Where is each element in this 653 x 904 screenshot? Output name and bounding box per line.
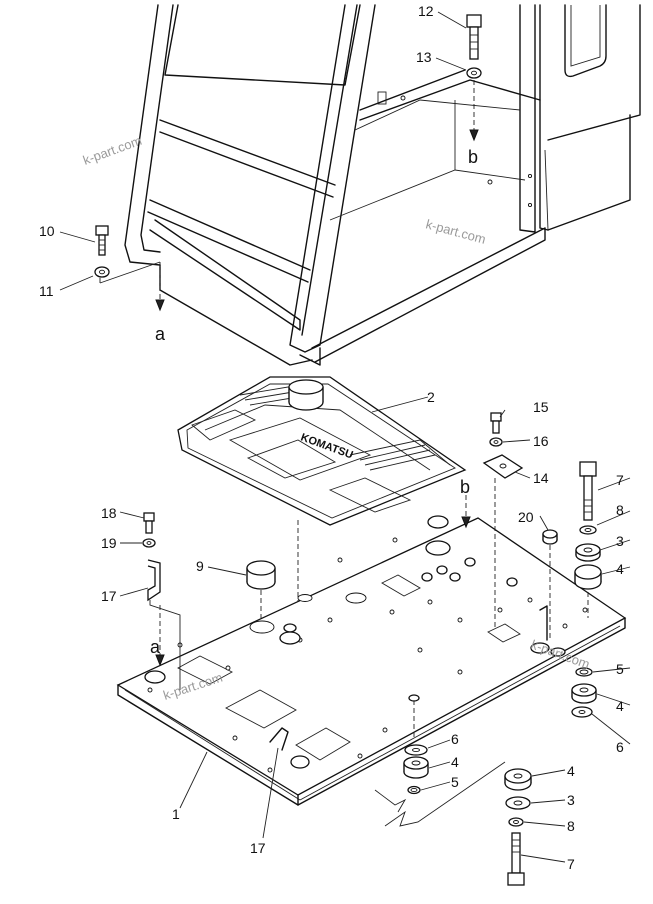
pin-lower xyxy=(408,694,420,702)
label-5-right: 5 xyxy=(616,661,624,677)
label-18: 18 xyxy=(101,505,117,521)
floor-plate xyxy=(116,515,627,806)
bolt-10 xyxy=(95,225,109,256)
washer-11 xyxy=(94,266,110,278)
bolt-7-upper xyxy=(579,461,597,521)
ring-5-right xyxy=(575,667,593,677)
floor-mat: KOMATSU xyxy=(177,376,467,526)
washer-13 xyxy=(466,67,482,79)
label-12: 12 xyxy=(418,3,434,19)
label-19: 19 xyxy=(101,535,117,551)
bolt-12 xyxy=(466,14,482,60)
watermark: k-part.com xyxy=(424,216,487,246)
mount-4-bottom xyxy=(504,768,532,791)
ref-a-lower: a xyxy=(150,637,161,657)
label-11: 11 xyxy=(39,283,54,299)
bracket-17 xyxy=(147,559,161,602)
label-3-upper: 3 xyxy=(616,533,624,549)
ref-a-upper: a xyxy=(155,324,166,344)
bolt-18 xyxy=(143,512,155,534)
ref-b-lower: b xyxy=(460,477,470,497)
mount-4-upper xyxy=(574,564,602,590)
reference-letters: a a b b xyxy=(150,147,478,657)
ring-5-lower xyxy=(407,785,421,795)
leader-lines xyxy=(59,11,631,863)
label-17-upper: 17 xyxy=(101,588,117,604)
label-13: 13 xyxy=(416,49,432,65)
plate-14 xyxy=(482,454,524,479)
label-5-lower: 5 xyxy=(451,774,459,790)
label-17-lower: 17 xyxy=(250,840,266,856)
label-7-upper: 7 xyxy=(616,472,624,488)
label-4-lower: 4 xyxy=(451,754,459,770)
mount-4-lower xyxy=(403,756,429,779)
label-8-lower: 8 xyxy=(567,818,575,834)
watermark: k-part.com xyxy=(81,133,144,168)
cap-20 xyxy=(542,529,558,545)
washer-8-upper xyxy=(579,525,597,535)
label-8-upper: 8 xyxy=(616,502,624,518)
label-10: 10 xyxy=(39,223,55,239)
washer-6-right xyxy=(571,706,593,718)
cab-frame xyxy=(124,4,641,366)
label-4-bottom: 4 xyxy=(567,763,575,779)
spacer-3-bottom xyxy=(505,796,531,810)
cushion-9 xyxy=(246,560,276,590)
bolt-7-bottom xyxy=(507,832,525,886)
washer-16 xyxy=(489,437,503,447)
part-labels: 1 2 3 3 4 4 4 4 5 5 6 6 7 7 8 8 9 10 11 … xyxy=(39,3,624,872)
label-4-upper: 4 xyxy=(616,561,624,577)
label-7-lower: 7 xyxy=(567,856,575,872)
label-16: 16 xyxy=(533,433,549,449)
label-1: 1 xyxy=(172,806,180,822)
label-14: 14 xyxy=(533,470,549,486)
label-15: 15 xyxy=(533,399,549,415)
bolt-15 xyxy=(490,412,502,434)
washer-8-bottom xyxy=(508,817,524,827)
spacer-3-upper xyxy=(575,543,601,562)
label-3-lower: 3 xyxy=(567,792,575,808)
label-6-right: 6 xyxy=(616,739,624,755)
label-6-lower: 6 xyxy=(451,731,459,747)
washer-6-lower xyxy=(404,744,428,756)
label-2: 2 xyxy=(427,389,435,405)
label-20: 20 xyxy=(518,509,534,525)
label-4-right: 4 xyxy=(616,698,624,714)
label-9: 9 xyxy=(196,558,204,574)
ref-b-upper: b xyxy=(468,147,478,167)
mount-4-right xyxy=(571,683,597,704)
washer-19 xyxy=(142,538,156,548)
